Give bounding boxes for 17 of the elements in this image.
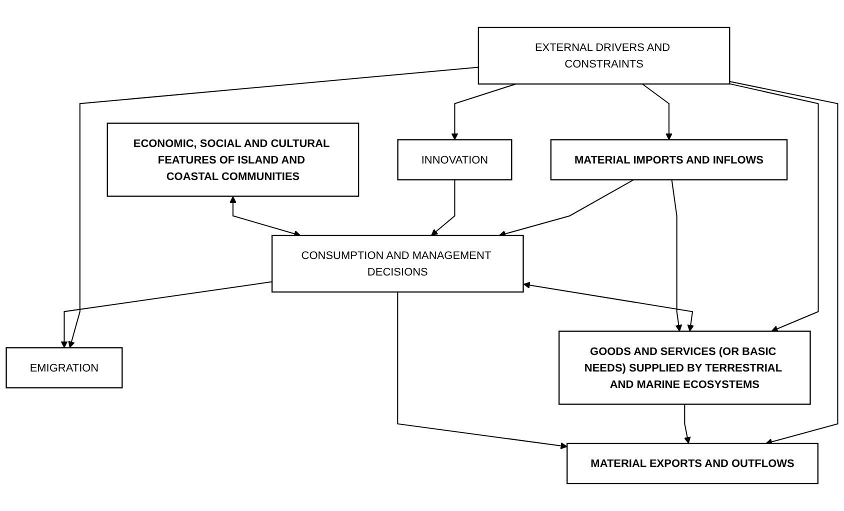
arrow [642,84,672,140]
arrow [523,282,694,332]
arrow [68,66,478,348]
arrow [671,180,682,332]
node-box: EMIGRATION [6,347,123,388]
arrow [60,281,272,348]
node-box: EXTERNAL DRIVERS AND CONSTRAINTS [478,26,730,85]
arrow [684,404,691,444]
arrow [431,180,456,236]
arrow [730,83,819,332]
arrow [397,292,568,450]
node-box: GOODS AND SERVICES (OR BASIC NEEDS) SUPPLIED BY TERRESTRIAL AND MARINE ECOSYSTEMS [558,330,811,405]
node-box: MATERIAL IMPORTS AND INFLOWS [550,139,788,180]
node-box: CONSUMPTION AND MANAGEMENT DECISIONS [271,234,524,293]
node-box: INNOVATION [397,139,512,180]
node-box: MATERIAL EXPORTS AND OUTFLOWS [566,442,818,484]
node-box: ECONOMIC, SOCIAL AND CULTURAL FEATURES OF ISLAND AND COASTAL COMMUNITIES [106,122,360,197]
